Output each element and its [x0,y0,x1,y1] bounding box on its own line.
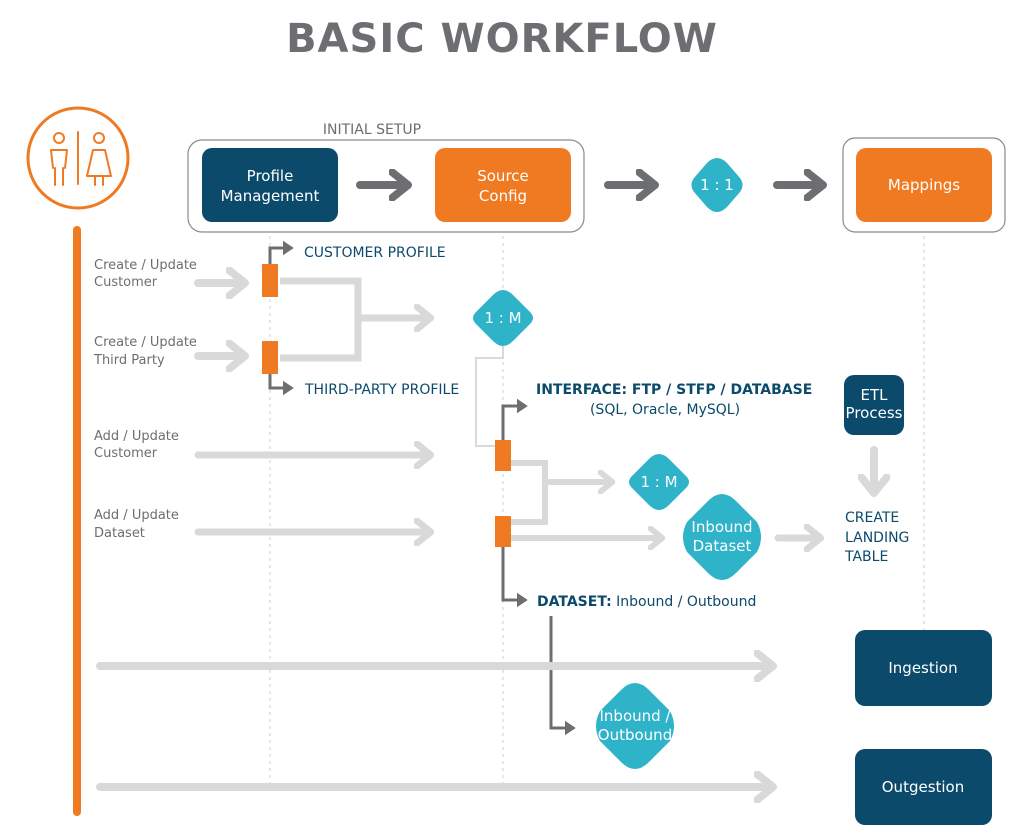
dataset-label-rest: Inbound / Outbound [612,594,757,610]
outgestion-label: Outgestion [882,778,965,796]
merge-bracket-source [511,460,548,525]
ratio-1-1-label: 1 : 1 [700,176,734,194]
ratio-1-1-diamond: 1 : 1 [691,158,743,212]
dataset-label-bold: DATASET: [537,594,612,610]
ratio-1-m-a-label: 1 : M [484,309,521,327]
inbound-dataset-line2: Dataset [693,537,752,555]
etl-process-box[interactable]: ETL Process [844,375,904,435]
marker-customer [262,264,278,297]
ratio-1-m-diamond-b: 1 : M [629,454,689,510]
arrow-interface [501,398,528,440]
diagram-title: BASIC WORKFLOW [286,16,718,62]
add-update-dataset-line2: Dataset [94,526,145,541]
etl-process-line2: Process [846,404,903,422]
ratio-1-m-diamond-a: 1 : M [473,290,533,346]
ingestion-box[interactable]: Ingestion [855,630,992,706]
arrow-dataset-to-inbound-outbound [549,616,576,736]
dataset-label: DATASET: Inbound / Outbound [537,594,756,610]
customer-profile-label: CUSTOMER PROFILE [304,245,446,261]
guide-lines [269,222,925,790]
marker-dataset [495,516,511,547]
profile-management-label-line1: Profile [247,167,294,185]
ratio-1-m-b-label: 1 : M [640,473,677,491]
mappings-box[interactable]: Mappings [856,148,992,222]
ingestion-label: Ingestion [888,659,957,677]
create-update-customer-line1: Create / Update [94,258,197,273]
merge-bracket-profiles [280,277,362,362]
arrow-customer-profile [268,240,294,264]
source-config-box[interactable]: Source Config [435,148,571,222]
inbound-outbound-diamond: Inbound / Outbound [596,683,674,769]
connector-ratio-to-interface [475,346,504,447]
arrow-third-party-profile [268,374,294,396]
add-update-customer-line1: Add / Update [94,429,179,444]
profile-management-box[interactable]: Profile Management [202,148,338,222]
initial-setup-label: INITIAL SETUP [323,122,421,138]
mappings-label: Mappings [888,176,960,194]
arrow-dataset [501,547,528,608]
add-update-customer-line2: Customer [94,446,158,461]
people-icon [26,106,130,210]
interface-sub-label: (SQL, Oracle, MySQL) [590,402,740,418]
create-update-third-party-line1: Create / Update [94,335,197,350]
marker-third-party [262,341,278,374]
inbound-outbound-line1: Inbound / [600,707,672,725]
create-landing-table-line2: LANDING [845,530,909,546]
create-landing-table-line3: TABLE [844,549,888,565]
create-update-customer-line2: Customer [94,275,158,290]
inbound-outbound-line2: Outbound [598,726,672,744]
etl-process-line1: ETL [861,386,889,404]
inbound-dataset-diamond: Inbound Dataset [683,494,761,580]
profile-management-label-line2: Management [221,187,320,205]
add-update-dataset-line1: Add / Update [94,508,179,523]
marker-interface [495,440,511,471]
source-config-label-line1: Source [477,167,529,185]
interface-label: INTERFACE: FTP / STFP / DATABASE [536,382,812,398]
outgestion-box[interactable]: Outgestion [855,749,992,825]
inbound-dataset-line1: Inbound [691,518,752,536]
source-config-label-line2: Config [479,187,527,205]
third-party-profile-label: THIRD-PARTY PROFILE [304,382,459,398]
create-landing-table-line1: CREATE [845,510,899,526]
create-update-third-party-line2: Third Party [93,353,165,368]
